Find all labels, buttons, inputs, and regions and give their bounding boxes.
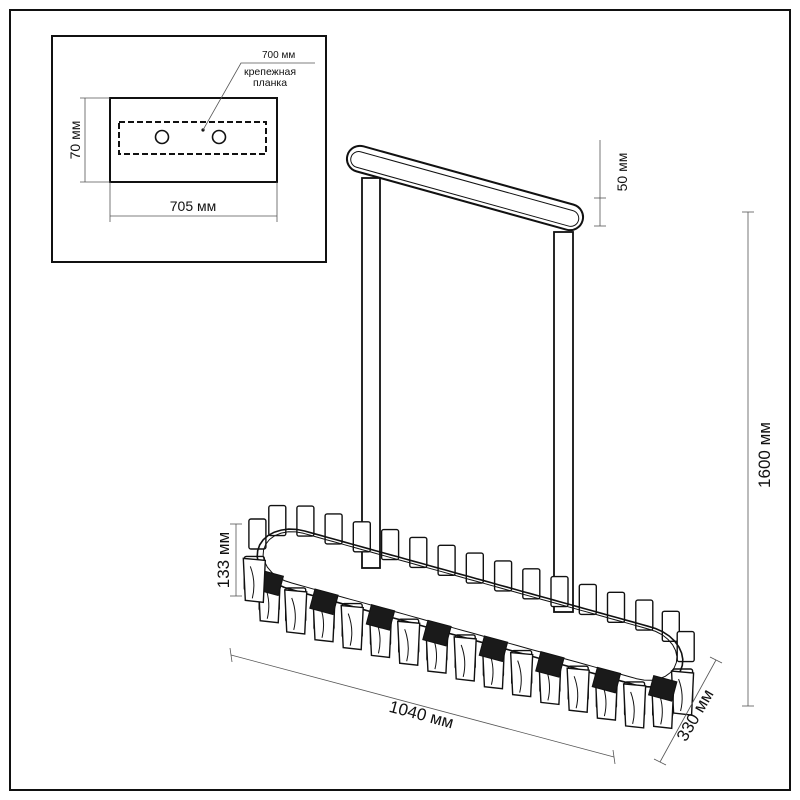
height-label: 70 мм [67,121,83,160]
crystal [268,504,287,537]
suspension-rod-right [553,231,574,613]
crystal [340,604,364,651]
crystal [324,513,343,545]
crystal [635,599,654,631]
leader-line [202,62,315,131]
crystal [676,630,695,663]
crystal [409,536,428,569]
crystal [509,651,534,698]
length-label: 1040 мм [387,697,456,732]
mounting-hole [154,129,170,145]
mounting-plate-inset: 700 мм крепежная планка 70 мм 705 мм [51,35,327,263]
crystal [550,575,569,608]
plate-caption: планка [253,77,287,89]
mounting-hole [211,129,227,145]
crystal [296,505,315,537]
crystal [248,518,267,550]
outer-frame [9,9,791,791]
crystal-dark-cap [591,666,622,694]
crystal-dark-cap [422,619,452,647]
crystal-dark-cap [647,674,678,702]
crystal-facet [347,613,353,646]
crystal-facet [678,678,683,712]
inset-frame [51,35,327,263]
total-height-label: 1600 мм [755,422,774,488]
crystal [522,568,541,600]
crystal [465,552,484,584]
crystal [566,667,590,714]
suspension-rod-left [361,177,381,569]
crystal-facet [517,660,522,693]
crystal-facet [404,629,409,662]
crystal-ring [242,504,695,730]
crystal [352,521,371,553]
crystal-facet [460,644,466,678]
mounting-plate-outline [118,121,267,155]
crystal-facet [249,566,255,599]
crystal [606,591,626,623]
width-label: 705 мм [170,198,217,214]
crystal [437,544,456,576]
crystal [493,560,513,592]
crystal-facet [573,676,579,709]
canopy [345,144,585,232]
ring-height-label: 133 мм [214,532,233,588]
crystal [242,557,267,604]
plate-length-label: 700 мм [262,50,295,61]
canopy-height-label: 50 мм [614,153,630,192]
plate-caption: крепежная [244,66,296,78]
crystal [453,636,477,682]
crystal-dark-cap [478,635,509,663]
crystal [380,528,400,561]
crystal [283,589,308,635]
crystal-dark-cap [309,588,339,616]
crystal-dark-cap [365,604,396,631]
crystal [622,683,647,729]
crystal-facet [630,691,635,725]
crystal-dark-cap [535,651,565,678]
crystal [578,583,597,616]
canopy-top-view [109,97,278,183]
crystal [396,620,421,667]
crystal-facet [291,597,296,631]
